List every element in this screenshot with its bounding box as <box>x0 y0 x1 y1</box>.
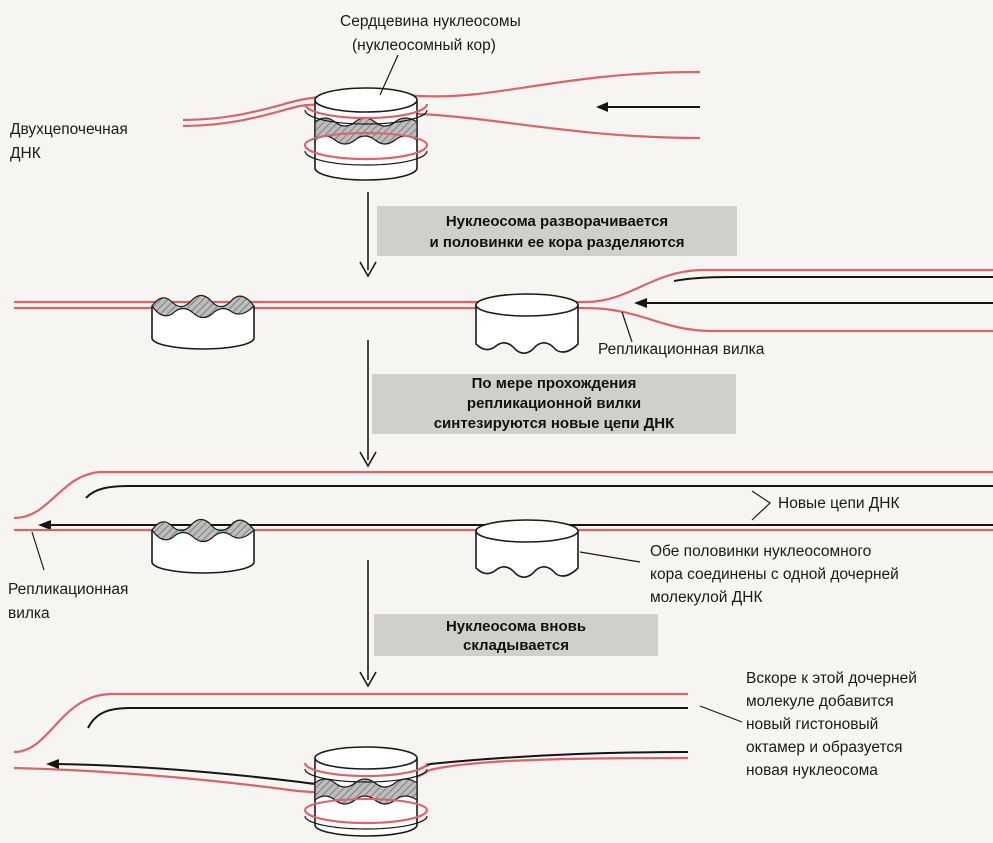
both-halves-line2: кора соединены с одной дочерней <box>650 566 899 583</box>
new-strands-label: Новые цепи ДНК <box>778 495 900 512</box>
dsdna-label-line1: Двухцепочечная <box>10 121 128 138</box>
new-strands-pointer <box>751 490 771 521</box>
soon-line3: новый гистоновый <box>746 716 878 733</box>
step-3-line1: Нуклеосома вновь <box>446 618 586 635</box>
step-2-line3: синтезируются новые цепи ДНК <box>434 415 675 432</box>
section-new-strands <box>13 470 993 578</box>
soon-line5: новая нуклеосома <box>746 762 878 779</box>
dna-strand-red <box>14 306 993 333</box>
step-arrow <box>359 192 377 278</box>
soon-line4: октамер и образуется <box>746 739 903 756</box>
step-2-line2: репликационной вилки <box>467 395 641 412</box>
core-pointer-line <box>379 54 399 96</box>
dna-strand-red <box>13 470 993 520</box>
nucleosome-core <box>303 746 429 837</box>
arrow-head-icon <box>46 759 59 769</box>
step-1-line2: и половинки ее кора разделяются <box>429 234 684 251</box>
step-2-line1: По мере прохождения <box>472 375 637 392</box>
arrow-head-icon <box>596 102 608 112</box>
half-core-right <box>475 293 579 354</box>
core-title-line1: Сердцевина нуклеосомы <box>340 13 521 30</box>
dna-strand-red <box>14 268 993 304</box>
nucleosome-core <box>303 87 429 181</box>
half-core-right <box>475 519 579 578</box>
both-halves-line3: молекулой ДНК <box>650 589 763 606</box>
fork-left-line2: вилка <box>8 605 50 622</box>
dna-strand-red <box>182 70 701 122</box>
step-3-line2: складывается <box>463 637 569 654</box>
arrow-head-icon <box>634 298 647 308</box>
step-arrow <box>359 560 377 688</box>
section-intact-nucleosome <box>182 54 701 181</box>
step-box <box>374 614 658 656</box>
soon-line1: Вскоре к этой дочерней <box>746 670 917 687</box>
step-1-line1: Нуклеосома разворачивается <box>446 213 668 230</box>
section-reformed <box>13 692 743 837</box>
soon-line2: молекуле добавится <box>746 693 894 710</box>
section-unfolded <box>14 268 993 354</box>
both-halves-pointer <box>579 551 641 563</box>
daughter-pointer-line <box>699 705 743 723</box>
half-core-left <box>151 294 255 350</box>
both-halves-line1: Обе половинки нуклеосомного <box>650 543 871 560</box>
arrow-head-icon <box>38 520 51 530</box>
fork-label-right: Репликационная вилка <box>598 341 765 358</box>
fork-pointer-line <box>621 311 633 343</box>
step-arrow <box>359 340 377 468</box>
dna-strand-black <box>85 485 993 499</box>
dna-strand-red <box>13 692 688 754</box>
dna-strand-black <box>87 707 688 729</box>
dsdna-label-line2: ДНК <box>10 145 41 162</box>
fork-left-line1: Репликационная <box>8 581 128 598</box>
dna-strand-black <box>673 276 993 282</box>
core-title-line2: (нуклеосомный кор) <box>352 37 496 54</box>
fork-left-pointer <box>31 531 45 571</box>
half-core-left <box>151 518 255 574</box>
step-box <box>377 206 737 256</box>
step-box <box>372 374 736 434</box>
